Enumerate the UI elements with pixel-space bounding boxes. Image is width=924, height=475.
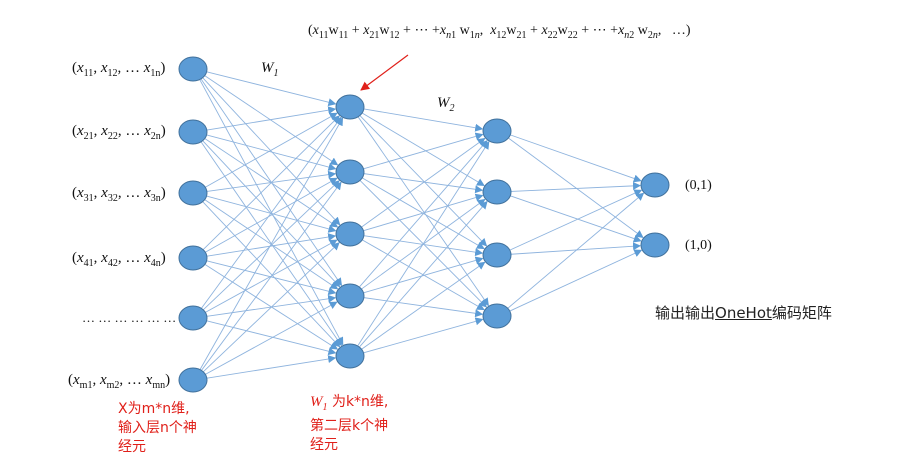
neuron-layer3-2	[482, 179, 512, 205]
neuron-layer2-3	[335, 221, 365, 247]
edges-group	[199, 71, 645, 379]
formula-text: (x11w11 + x21w12 + ⋯ +xn1 w1n, x12w21 + …	[308, 23, 691, 41]
edge-l2-1-1	[363, 108, 484, 132]
edge-l1-1-2	[204, 75, 339, 166]
edge-l1-5-2	[202, 180, 340, 311]
edge-l2-4-3	[363, 256, 484, 294]
edge-l3-1-1	[510, 134, 642, 183]
edge-l1-2-1	[206, 106, 337, 131]
neuron-layer1-3	[178, 180, 208, 206]
edge-l1-6-5	[206, 355, 337, 379]
neuron-layer4-1	[640, 172, 670, 198]
edge-l1-4-2	[205, 177, 338, 253]
weight-label-w1: W1	[261, 60, 279, 79]
neuron-layer2-4	[335, 283, 365, 309]
edge-l2-5-1	[357, 141, 490, 347]
edge-l1-6-2	[201, 181, 342, 371]
weight-label-w2: W2	[437, 95, 455, 114]
input-label-1: (x11, x12, … x1n)	[72, 60, 166, 79]
neuron-layer1-4	[178, 245, 208, 271]
formula-pointer-arrow	[360, 54, 409, 91]
w1-note: W1 为k*n维, 第二层k个神 经元	[310, 394, 389, 453]
output-label-2: (1,0)	[685, 238, 712, 253]
edge-l1-5-5	[206, 320, 337, 356]
edge-l3-1-2	[508, 137, 644, 238]
edge-l2-1-4	[357, 116, 489, 307]
edge-l2-4-1	[358, 139, 488, 288]
edge-l1-6-4	[205, 301, 338, 375]
edge-l2-2-2	[363, 173, 484, 194]
edge-l3-4-2	[509, 249, 643, 312]
edge-l2-2-1	[363, 132, 484, 170]
neuron-layer1-6	[178, 367, 208, 393]
edge-l1-3-5	[202, 201, 341, 348]
input-label-ellipsis: … … … … … …	[82, 310, 177, 325]
neuron-layer4-2	[640, 232, 670, 258]
input-label-m: (xm1, xm2, … xmn)	[68, 372, 171, 391]
neuron-layer2-1	[335, 94, 365, 120]
edge-l2-5-4	[363, 317, 484, 354]
input-label-2: (x21, x22, … x2n)	[72, 123, 166, 142]
input-label-4: (x41, x42, … x4n)	[72, 250, 166, 269]
edge-l1-4-1	[202, 115, 340, 251]
neuron-layer1-1	[178, 56, 208, 82]
edge-l3-3-1	[509, 189, 643, 251]
edge-l1-1-1	[206, 71, 337, 107]
edge-l1-3-1	[205, 112, 338, 188]
edge-l2-1-3	[359, 115, 488, 247]
edge-l1-6-3	[202, 242, 340, 373]
edge-l2-1-2	[361, 112, 485, 187]
edge-l1-6-1	[199, 117, 344, 370]
edge-l3-4-1	[507, 192, 645, 309]
edge-l2-3-1	[361, 137, 486, 228]
neuron-layer2-5	[335, 343, 365, 369]
edge-l3-3-2	[510, 242, 642, 255]
edge-l3-2-1	[510, 181, 642, 192]
neuron-layer1-2	[178, 119, 208, 145]
edge-l1-2-2	[206, 134, 337, 171]
neuron-layer3-4	[482, 303, 512, 329]
input-label-3: (x31, x32, … x3n)	[72, 185, 166, 204]
output-note: 输出输出OneHot编码矩阵	[655, 304, 832, 322]
edge-l1-1-3	[202, 77, 341, 226]
neuron-layer3-3	[482, 242, 512, 268]
input-layer-note: X为m*n维, 输入层n个神 经元	[118, 401, 197, 455]
output-label-1: (0,1)	[685, 178, 712, 193]
edge-l2-5-2	[359, 200, 488, 348]
edge-l2-5-3	[361, 261, 486, 350]
edge-l1-5-1	[200, 116, 342, 309]
neuron-layer1-5	[178, 305, 208, 331]
neuron-layer3-1	[482, 118, 512, 144]
neuron-layer2-2	[335, 159, 365, 185]
edge-l2-3-2	[363, 193, 484, 232]
nodes-group	[178, 56, 670, 393]
edge-l3-2-2	[510, 195, 642, 243]
